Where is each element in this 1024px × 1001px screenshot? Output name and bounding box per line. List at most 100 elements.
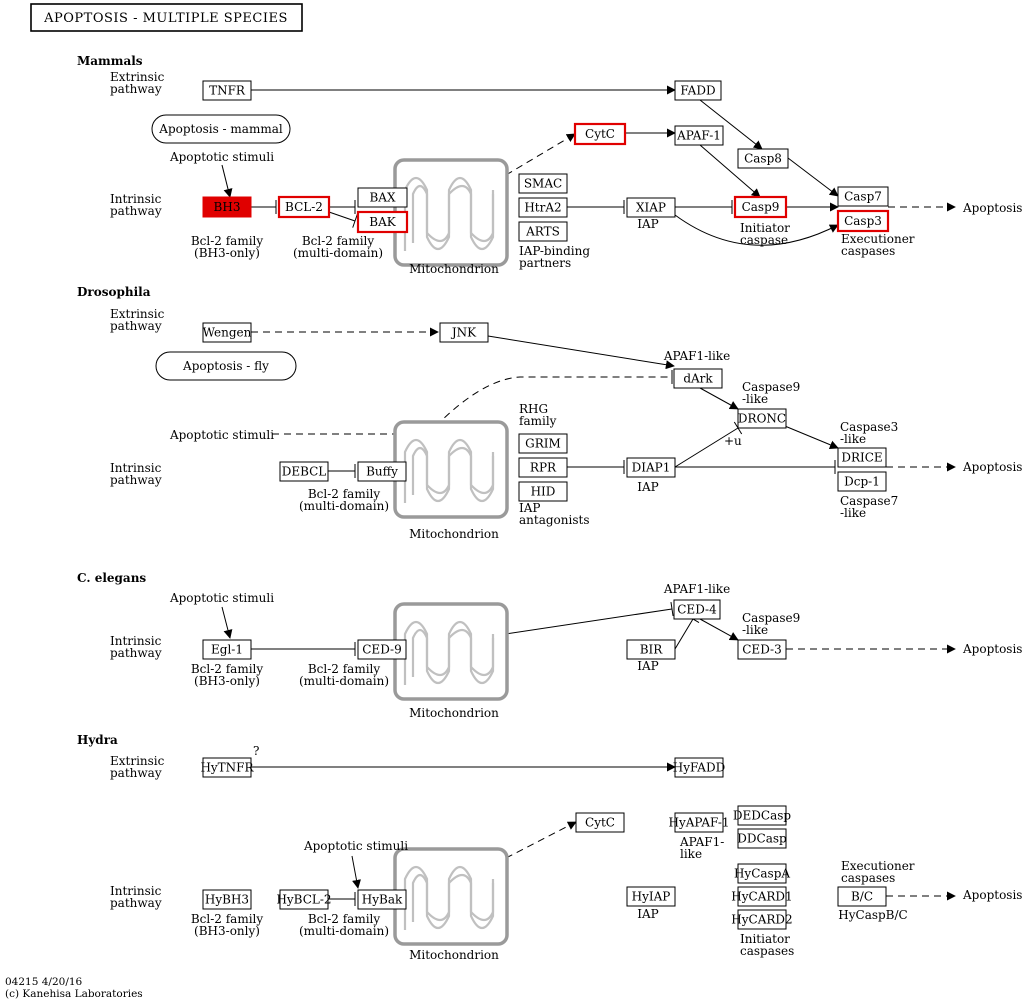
gene-node-bcl2[interactable]: BCL-2 (277, 195, 331, 219)
gene-box[interactable] (737, 828, 787, 849)
gene-node-casp9[interactable]: Casp9 (733, 195, 788, 219)
gene-box[interactable] (626, 639, 676, 660)
gene-node-bc[interactable]: B/C (837, 886, 887, 907)
gene-node-casp3[interactable]: Casp3 (836, 209, 890, 233)
gene-node-bir[interactable]: BIR (626, 639, 676, 660)
gene-node-hyfadd[interactable]: HyFADD (673, 757, 725, 778)
gene-box[interactable] (836, 209, 890, 233)
gene-box[interactable] (575, 812, 625, 833)
gene-box[interactable] (737, 639, 787, 660)
gene-box[interactable] (674, 80, 722, 101)
gene-box[interactable] (626, 886, 676, 907)
gene-node-casp8[interactable]: Casp8 (737, 148, 789, 169)
gene-box[interactable] (279, 461, 329, 482)
gene-box[interactable] (357, 889, 407, 910)
gene-node-smac[interactable]: SMAC (518, 173, 568, 194)
gene-node-hybcl2[interactable]: HyBCL-2 (276, 889, 332, 910)
gene-node-cytc_h[interactable]: CytC (575, 812, 625, 833)
gene-box[interactable] (733, 195, 788, 219)
gene-box[interactable] (837, 186, 889, 207)
map-link-box[interactable] (155, 351, 297, 381)
gene-box[interactable] (837, 471, 887, 492)
gene-box[interactable] (439, 322, 489, 343)
gene-box[interactable] (202, 757, 252, 778)
gene-node-buffy[interactable]: Buffy (357, 461, 407, 482)
gene-box[interactable] (573, 122, 627, 146)
gene-node-bak[interactable]: BAK (356, 210, 409, 234)
map-link-box[interactable] (151, 114, 291, 144)
gene-box[interactable] (202, 80, 252, 101)
gene-box[interactable] (674, 812, 724, 833)
gene-node-ced4[interactable]: CED-4 (673, 599, 721, 620)
gene-node-apaf1[interactable]: APAF-1 (674, 125, 724, 146)
gene-box[interactable] (673, 368, 723, 389)
map-link-mammal[interactable]: Apoptosis - mammal (151, 114, 291, 144)
gene-node-hyapaf1[interactable]: HyAPAF-1 (668, 812, 730, 833)
gene-box[interactable] (837, 886, 887, 907)
gene-node-dronc[interactable]: DRONC (737, 408, 787, 429)
gene-box[interactable] (837, 447, 887, 468)
gene-box[interactable] (518, 221, 568, 242)
gene-node-bh3[interactable]: BH3 (202, 196, 252, 218)
gene-box[interactable] (518, 173, 568, 194)
gene-node-hid[interactable]: HID (518, 481, 568, 502)
gene-node-hybak[interactable]: HyBak (357, 889, 407, 910)
gene-node-dedcasp[interactable]: DEDCasp (733, 805, 791, 826)
gene-box[interactable] (737, 886, 787, 907)
gene-box[interactable] (277, 195, 331, 219)
gene-box[interactable] (737, 909, 787, 930)
gene-node-ced9[interactable]: CED-9 (357, 639, 407, 660)
gene-node-hycaspa[interactable]: HyCaspA (734, 863, 790, 884)
gene-node-hyiap[interactable]: HyIAP (626, 886, 676, 907)
map-link-fly[interactable]: Apoptosis - fly (155, 351, 297, 381)
gene-node-grim[interactable]: GRIM (518, 433, 568, 454)
gene-node-dark[interactable]: dArk (673, 368, 723, 389)
gene-node-ddcasp[interactable]: DDCasp (737, 828, 787, 849)
gene-box[interactable] (673, 599, 721, 620)
gene-node-casp7[interactable]: Casp7 (837, 186, 889, 207)
gene-node-tnfr[interactable]: TNFR (202, 80, 252, 101)
gene-node-hybh3[interactable]: HyBH3 (202, 889, 252, 910)
gene-node-debcl[interactable]: DEBCL (279, 461, 329, 482)
gene-node-cytc_m[interactable]: CytC (573, 122, 627, 146)
gene-node-rpr[interactable]: RPR (518, 457, 568, 478)
gene-node-fadd[interactable]: FADD (674, 80, 722, 101)
gene-box[interactable] (674, 757, 724, 778)
gene-box[interactable] (202, 889, 252, 910)
gene-node-wengen[interactable]: Wengen (202, 322, 252, 343)
gene-node-jnk[interactable]: JNK (439, 322, 489, 343)
gene-box[interactable] (279, 889, 329, 910)
gene-node-arts[interactable]: ARTS (518, 221, 568, 242)
gene-box[interactable] (202, 196, 252, 218)
gene-box[interactable] (357, 461, 407, 482)
gene-node-diap1[interactable]: DIAP1 (626, 457, 676, 478)
gene-node-ced3[interactable]: CED-3 (737, 639, 787, 660)
gene-box[interactable] (202, 322, 252, 343)
gene-node-hytnfr[interactable]: HyTNFR (200, 757, 255, 778)
gene-label: CytC (585, 127, 615, 141)
gene-node-xiap[interactable]: XIAP (626, 197, 676, 218)
gene-node-htra2[interactable]: HtrA2 (518, 197, 568, 218)
gene-box[interactable] (357, 639, 407, 660)
gene-box[interactable] (356, 210, 409, 234)
gene-box[interactable] (518, 457, 568, 478)
gene-box[interactable] (737, 148, 789, 169)
gene-box[interactable] (518, 197, 568, 218)
gene-node-dcp1[interactable]: Dcp-1 (837, 471, 887, 492)
gene-node-hycard2[interactable]: HyCARD2 (731, 909, 793, 930)
gene-box[interactable] (518, 433, 568, 454)
annotation-text: caspases (841, 871, 895, 885)
gene-node-hycard1[interactable]: HyCARD1 (731, 886, 793, 907)
gene-node-bax[interactable]: BAX (357, 187, 408, 208)
gene-node-drice[interactable]: DRICE (837, 447, 887, 468)
gene-box[interactable] (626, 457, 676, 478)
gene-box[interactable] (737, 408, 787, 429)
gene-box[interactable] (626, 197, 676, 218)
gene-box[interactable] (202, 639, 252, 660)
gene-box[interactable] (737, 863, 787, 884)
gene-box[interactable] (737, 805, 787, 826)
gene-box[interactable] (357, 187, 408, 208)
gene-box[interactable] (674, 125, 724, 146)
gene-node-egl1[interactable]: Egl-1 (202, 639, 252, 660)
gene-box[interactable] (518, 481, 568, 502)
